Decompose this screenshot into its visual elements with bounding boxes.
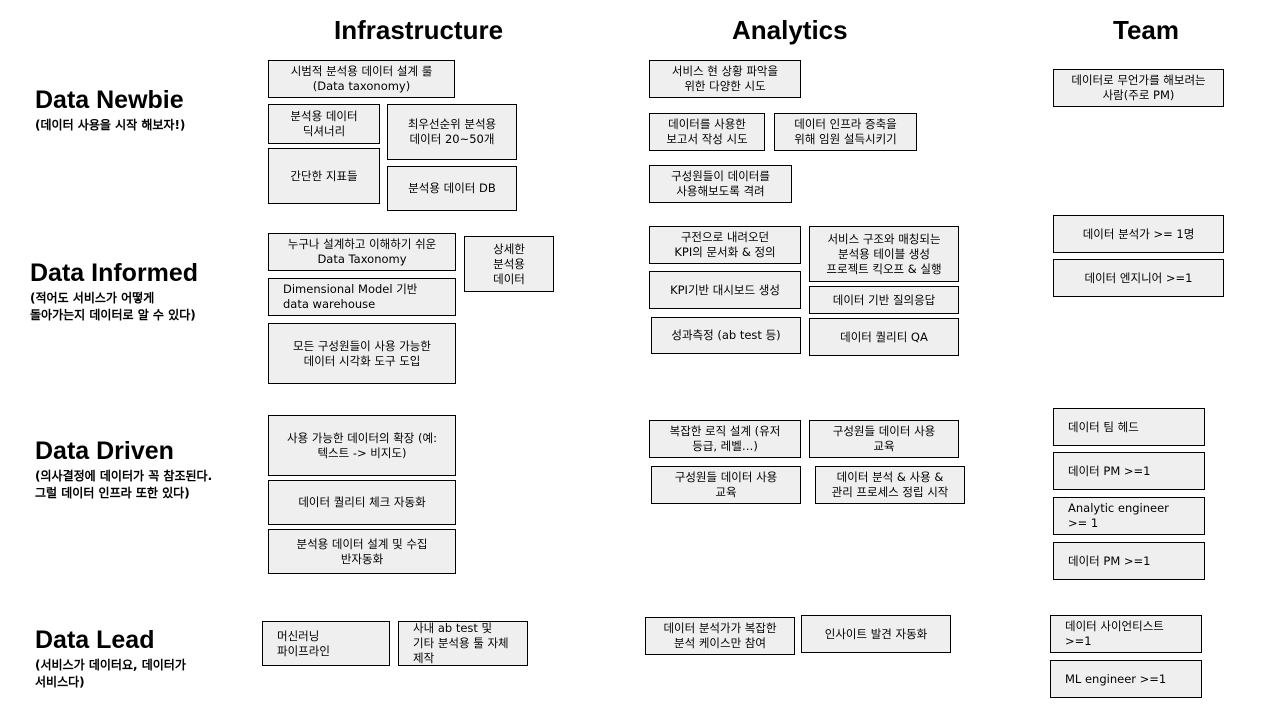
infra-analysis-db-box: 분석용 데이터 DB	[387, 166, 517, 211]
infra-viz-tool-box: 모든 구성원들이 사용 가능한 데이터 시각화 도구 도입	[268, 323, 456, 384]
analytics-performance-box: 성과측정 (ab test 등)	[651, 317, 801, 354]
infra-detailed-data-box: 상세한 분석용 데이터	[464, 236, 554, 292]
analytics-report-box: 데이터를 사용한 보고서 작성 시도	[649, 113, 765, 151]
row-subtitle-data-informed: (적어도 서비스가 어떻게 돌아가는지 데이터로 알 수 있다)	[30, 291, 196, 322]
analytics-persuade-box: 데이터 인프라 증축을 위해 임원 설득시키기	[774, 113, 917, 151]
infra-taxonomy-trial-box: 시범적 분석용 데이터 설계 룰 (Data taxonomy)	[268, 60, 455, 98]
analytics-insight-auto-box: 인사이트 발견 자동화	[801, 615, 951, 653]
analytics-kpi-dashboard-box: KPI기반 대시보드 생성	[649, 271, 801, 309]
row-title-data-informed: Data Informed	[30, 259, 199, 287]
team-head-box: 데이터 팀 헤드	[1053, 408, 1205, 446]
column-header-analytics: Analytics	[732, 15, 848, 45]
analytics-quality-qa-box: 데이터 퀄리티 QA	[809, 318, 959, 356]
row-title-data-lead: Data Lead	[35, 626, 155, 654]
infra-dimensional-dw-box: Dimensional Model 기반 data warehouse	[268, 278, 456, 316]
row-title-data-newbie: Data Newbie	[35, 86, 184, 114]
row-title-data-driven: Data Driven	[35, 437, 174, 465]
row-subtitle-data-driven: (의사결정에 데이터가 꼭 참조된다. 그럴 데이터 인프라 또한 있다)	[35, 469, 213, 500]
team-pm-try-box: 데이터로 무언가를 해보려는 사람(주로 PM)	[1053, 69, 1224, 107]
team-scientist-box: 데이터 사이언티스트 >=1	[1050, 615, 1202, 653]
row-subtitle-data-lead: (서비스가 데이터요, 데이터가 서비스다)	[35, 658, 186, 689]
infra-design-collect-auto-box: 분석용 데이터 설계 및 수집 반자동화	[268, 529, 456, 574]
infra-in-house-tools-box: 사내 ab test 및 기타 분석용 툴 자체 제작	[398, 621, 528, 666]
team-pm-box-2: 데이터 PM >=1	[1053, 542, 1205, 580]
analytics-kickoff-box: 서비스 구조와 매칭되는 분석용 테이블 생성 프로젝트 킥오프 & 실행	[809, 226, 959, 282]
infra-dictionary-box: 분석용 데이터 딕셔너리	[268, 104, 380, 144]
analytics-process-box: 데이터 분석 & 사용 & 관리 프로세스 정립 시작	[815, 466, 965, 504]
analytics-complex-cases-box: 데이터 분석가가 복잡한 분석 케이스만 참여	[645, 617, 795, 655]
team-analyst-box: 데이터 분석가 >= 1명	[1053, 215, 1224, 253]
team-pm-box-1: 데이터 PM >=1	[1053, 452, 1205, 490]
analytics-complex-logic-box: 복잡한 로직 설계 (유저 등급, 레벨…)	[649, 420, 801, 458]
column-header-infrastructure: Infrastructure	[334, 15, 504, 45]
team-analytic-engineer-box: Analytic engineer >= 1	[1053, 497, 1205, 535]
analytics-qa-by-data-box: 데이터 기반 질의응답	[809, 286, 959, 314]
team-ml-engineer-box: ML engineer >=1	[1050, 660, 1202, 698]
analytics-member-edu-box-2: 구성원들 데이터 사용 교육	[651, 466, 801, 504]
infra-quality-check-auto-box: 데이터 퀄리티 체크 자동화	[268, 480, 456, 525]
infra-priority-data-box: 최우선순위 분석용 데이터 20~50개	[387, 104, 517, 160]
infra-ml-pipeline-box: 머신러닝 파이프라인	[262, 621, 390, 666]
row-subtitle-data-newbie: (데이터 사용을 시작 해보자!)	[35, 118, 186, 132]
infra-simple-metrics-box: 간단한 지표들	[268, 148, 380, 204]
analytics-situation-box: 서비스 현 상황 파악을 위한 다양한 시도	[649, 60, 801, 98]
infra-easy-taxonomy-box: 누구나 설계하고 이해하기 쉬운 Data Taxonomy	[268, 233, 456, 271]
analytics-member-edu-box-1: 구성원들 데이터 사용 교육	[809, 420, 959, 458]
column-header-team: Team	[1113, 15, 1179, 45]
infra-data-expansion-box: 사용 가능한 데이터의 확장 (예: 텍스트 -> 비지도)	[268, 415, 456, 476]
analytics-encourage-box: 구성원들이 데이터를 사용해보도록 격려	[649, 165, 792, 203]
team-engineer-box: 데이터 엔지니어 >=1	[1053, 259, 1224, 297]
analytics-kpi-doc-box: 구전으로 내려오던 KPI의 문서화 & 정의	[649, 226, 801, 264]
